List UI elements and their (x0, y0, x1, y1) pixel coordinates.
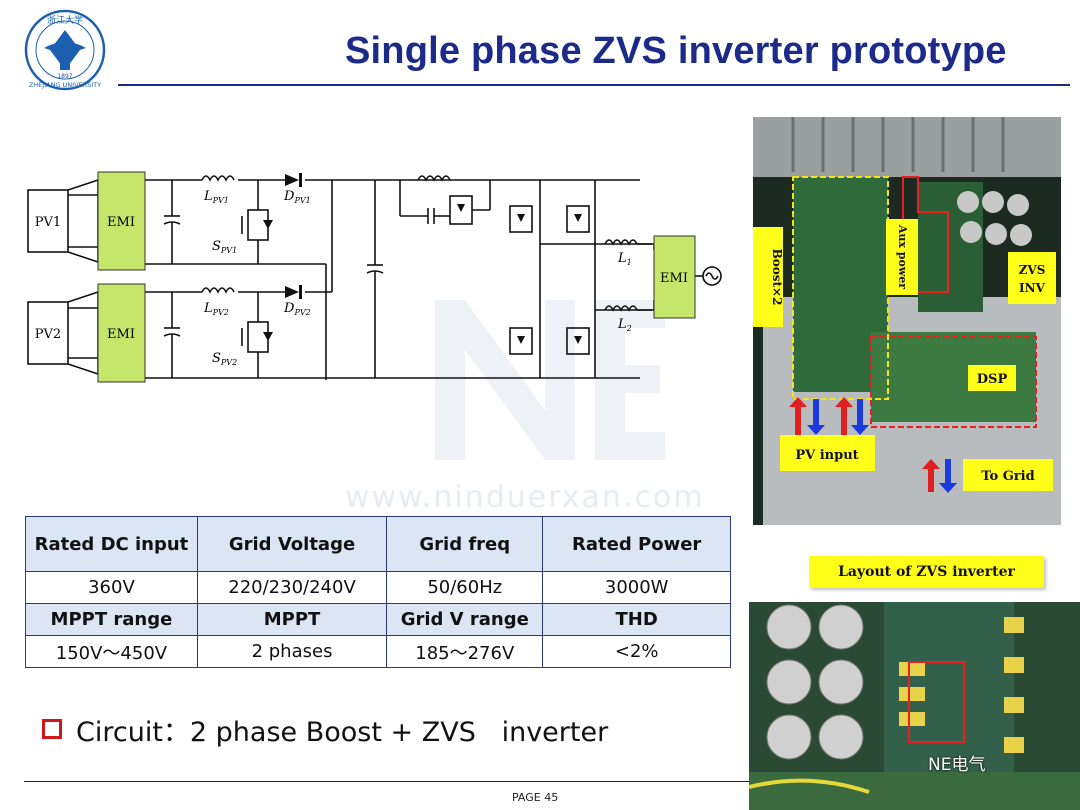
ne-watermark (435, 300, 665, 460)
prototype-photo: Boost×2 Aux power ZVS INV DSP PV input T… (753, 117, 1061, 525)
inv-label: INV (1019, 281, 1046, 295)
l1-label: L (617, 251, 627, 266)
emi-box-2 (97, 283, 146, 383)
to-grid-label: To Grid (981, 469, 1034, 484)
svg-text:L2: L2 (617, 317, 632, 333)
aux-power-label: Aux power (896, 224, 909, 289)
table-cell: MPPT range (25, 603, 198, 636)
spv1-label: S (212, 239, 221, 254)
svg-text:DPV2: DPV2 (283, 301, 311, 317)
footer-rule (24, 781, 1070, 782)
spec-table: Rated DC input Grid Voltage Grid freq Ra… (25, 516, 731, 668)
dpv1-sub: PV1 (293, 196, 310, 205)
pv1-label: PV1 (35, 215, 61, 230)
emi-box-1 (97, 171, 146, 271)
slide-title: Single phase ZVS inverter prototype (345, 30, 1007, 72)
logo-chinese: 浙江大学 (47, 14, 83, 26)
logo-text: ZHEJIANG UNIVERSITY (29, 81, 101, 89)
lpv1-sub: PV1 (212, 196, 229, 205)
svg-text:SPV1: SPV1 (212, 239, 237, 255)
ne-badge: NE电气 (928, 755, 986, 775)
table-cell: Grid freq (386, 516, 544, 572)
svg-text:LPV2: LPV2 (203, 301, 229, 317)
layout-photo (749, 602, 1080, 810)
table-cell: Rated Power (542, 516, 731, 572)
page-number: PAGE 45 (512, 791, 559, 804)
table-row: Rated DC input Grid Voltage Grid freq Ra… (25, 516, 731, 572)
emi-box-3 (653, 235, 696, 319)
title-rule (118, 84, 1070, 86)
l1-sub: 1 (627, 258, 632, 267)
table-cell: Grid Voltage (196, 516, 388, 572)
lpv1-label: L (203, 189, 213, 204)
watermark-url: www.ninduerxan.com (345, 480, 705, 515)
svg-text:L1: L1 (617, 251, 632, 267)
table-cell: 2 phases (196, 635, 388, 668)
table-cell: <2% (542, 635, 731, 668)
table-cell: 3000W (542, 571, 731, 604)
table-row: 150V～450V 2 phases 185～276V <2% (25, 635, 731, 668)
table-cell: MPPT (196, 603, 388, 636)
table-cell: 150V～450V (25, 635, 198, 668)
table-cell: Grid V range (386, 603, 544, 636)
bullet-text: Circuit：2 phase Boost + ZVS inverter (76, 717, 609, 748)
boost-label: Boost×2 (770, 249, 784, 306)
circuit-diagram: PV1 PV2 EMI EMI EMI LPV1 DPV1 SPV1 LPV2 … (27, 171, 722, 383)
bullet-square-icon (42, 719, 62, 739)
table-cell: 220/230/240V (196, 571, 388, 604)
table-cell: Rated DC input (25, 516, 198, 572)
arrow-icons (789, 397, 957, 493)
bullet-circuit: Circuit：2 phase Boost + ZVS inverter (42, 710, 608, 749)
table-row: 360V 220/230/240V 50/60Hz 3000W (25, 571, 731, 604)
l2-label: L (617, 317, 627, 332)
emi3-label: EMI (660, 271, 688, 286)
emi2-label: EMI (107, 327, 135, 342)
table-cell: 360V (25, 571, 198, 604)
spv2-sub: PV2 (220, 358, 237, 367)
dpv2-label: D (283, 301, 295, 316)
svg-text:DPV1: DPV1 (283, 189, 311, 205)
zvs-label: ZVS (1019, 263, 1046, 277)
table-cell: 50/60Hz (386, 571, 544, 604)
table-row: MPPT range MPPT Grid V range THD (25, 603, 731, 636)
dpv2-sub: PV2 (293, 308, 310, 317)
dpv1-label: D (283, 189, 295, 204)
svg-text:SPV2: SPV2 (212, 351, 237, 367)
layout-caption: Layout of ZVS inverter (809, 556, 1044, 588)
l2-sub: 2 (626, 324, 632, 333)
emi1-label: EMI (107, 215, 135, 230)
pv-input-label: PV input (795, 448, 858, 463)
lpv2-sub: PV2 (212, 308, 229, 317)
table-cell: 185～276V (386, 635, 544, 668)
university-logo: 浙江大学 1897 ZHEJIANG UNIVERSITY (24, 9, 106, 91)
table-cell: THD (542, 603, 731, 636)
pv2-label: PV2 (35, 327, 61, 342)
lpv2-label: L (203, 301, 213, 316)
dsp-label: DSP (977, 372, 1008, 387)
svg-text:LPV1: LPV1 (203, 189, 229, 205)
logo-year: 1897 (57, 73, 72, 80)
spv1-sub: PV1 (220, 246, 237, 255)
spv2-label: S (212, 351, 221, 366)
